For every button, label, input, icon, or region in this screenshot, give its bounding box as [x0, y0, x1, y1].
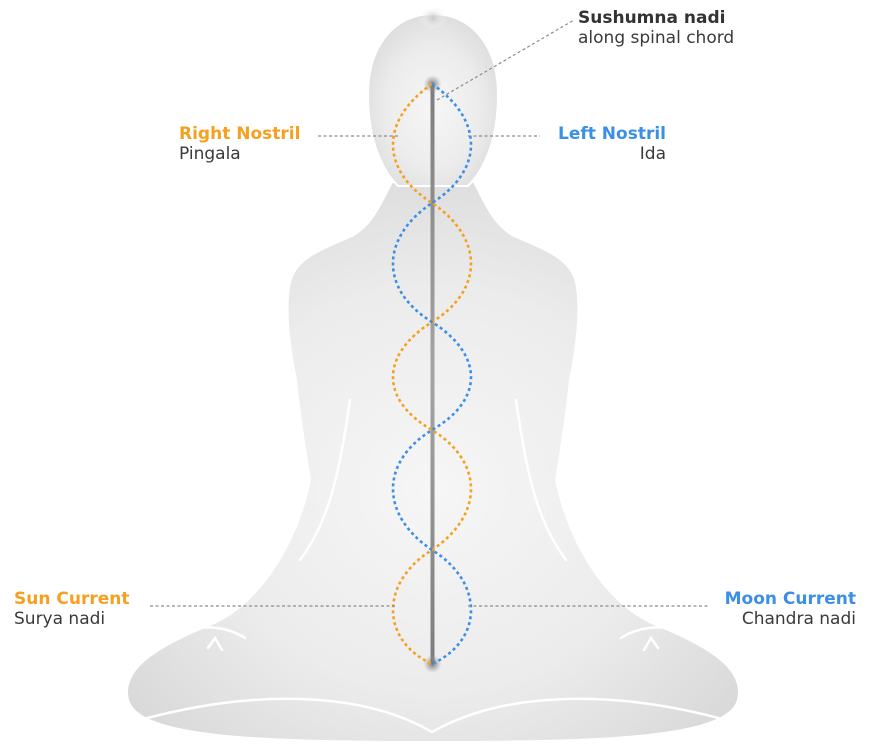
left-nostril-title: Left Nostril	[558, 124, 666, 144]
pingala-subtitle: Pingala	[179, 144, 300, 164]
surya-nadi-subtitle: Surya nadi	[14, 609, 129, 629]
moon-current-label: Moon Current Chandra nadi	[725, 589, 856, 630]
sushumna-title: Sushumna nadi	[578, 8, 734, 28]
spine	[431, 84, 435, 664]
right-nostril-title: Right Nostril	[179, 124, 300, 144]
sun-current-title: Sun Current	[14, 589, 129, 609]
sushumna-subtitle: along spinal chord	[578, 28, 734, 48]
ida-subtitle: Ida	[558, 144, 666, 164]
right-nostril-label: Right Nostril Pingala	[179, 124, 300, 165]
sushumna-label: Sushumna nadi along spinal chord	[578, 8, 734, 49]
moon-current-title: Moon Current	[725, 589, 856, 609]
chandra-nadi-subtitle: Chandra nadi	[725, 609, 856, 629]
spine-bottom-glow	[424, 655, 442, 673]
crown-glow	[419, 6, 447, 30]
left-nostril-label: Left Nostril Ida	[558, 124, 666, 165]
sun-current-label: Sun Current Surya nadi	[14, 589, 129, 630]
